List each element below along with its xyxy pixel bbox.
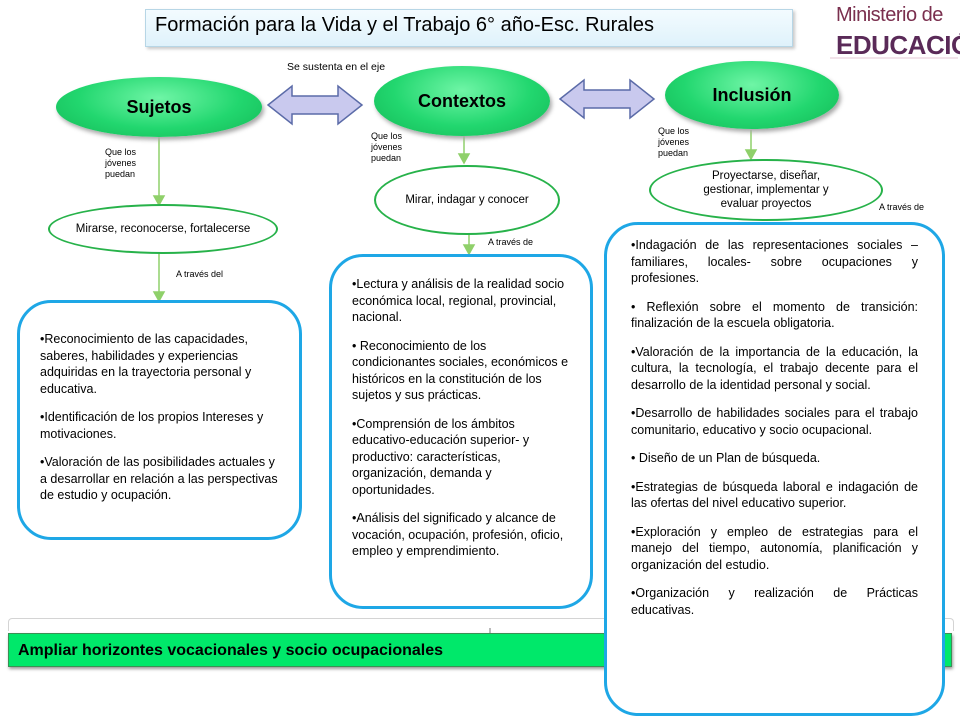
action-sujetos-text: Mirarse, reconocerse, fortalecerse: [75, 223, 251, 235]
inclusion-item: •Indagación de las representaciones soci…: [631, 238, 918, 285]
node-contextos: Contextos: [374, 66, 550, 136]
inclusion-item: •Organización y realización de Prácticas…: [631, 586, 918, 617]
logo-line1: Ministerio de: [836, 4, 943, 26]
action-contextos: Mirar, indagar y conocer: [374, 165, 560, 235]
action-inclusion-text: Proyectarse, diseñar, gestionar, impleme…: [703, 170, 829, 210]
contextos-item: • Reconocimiento de los condicionantes s…: [352, 338, 569, 403]
node-contextos-label: Contextos: [417, 90, 506, 111]
inclusion-item: •Exploración y empleo de estrategias par…: [631, 524, 918, 572]
inclusion-item: • Reflexión sobre el momento de transici…: [631, 299, 918, 331]
contextos-item: •Lectura y análisis de la realidad socio…: [352, 277, 565, 324]
label-que-los-3: Que los jóvenes puedan: [658, 126, 690, 158]
sujetos-item: •Reconocimiento de las capacidades, sabe…: [40, 332, 252, 396]
card-inclusion: •Indagación de las representaciones soci…: [604, 222, 945, 716]
inclusion-item: •Desarrollo de habilidades sociales para…: [631, 406, 918, 437]
label-que-los-1: Que los jóvenes puedan: [105, 147, 137, 179]
inclusion-item: •Estrategias de búsqueda laboral e indag…: [631, 479, 918, 511]
contextos-item: •Comprensión de los ámbitos educativo-ed…: [352, 416, 530, 497]
action-sujetos: Mirarse, reconocerse, fortalecerse: [48, 204, 278, 254]
node-sujetos: Sujetos: [56, 77, 262, 137]
contextos-item: •Análisis del significado y alcance de v…: [352, 511, 564, 558]
label-a-traves-del: A través del: [176, 269, 224, 279]
double-arrow-1: [266, 84, 364, 126]
node-inclusion-label: Inclusión: [712, 84, 792, 105]
label-que-los-2: Que los jóvenes puedan: [371, 131, 403, 163]
label-a-traves-de-1: A través de: [488, 237, 534, 247]
divider-line: [8, 618, 954, 631]
logo-graphic: [830, 2, 958, 66]
card-contextos: •Lectura y análisis de la realidad socio…: [329, 254, 593, 609]
action-inclusion: Proyectarse, diseñar, gestionar, impleme…: [649, 159, 883, 221]
double-arrow-2: [558, 78, 656, 120]
label-a-traves-de-2: A través de: [879, 202, 925, 212]
ministerio-logo: [830, 2, 958, 66]
page-title: Formación para la Vida y el Trabajo 6° a…: [155, 14, 654, 36]
connector-label: Se sustenta en el eje: [287, 61, 386, 73]
inclusion-item: • Diseño de un Plan de búsqueda.: [631, 451, 821, 465]
node-inclusion: Inclusión: [665, 61, 839, 129]
sujetos-item: •Identificación de los propios Intereses…: [40, 410, 264, 441]
logo-line2: EDUCACIÓN: [836, 30, 960, 60]
sujetos-item: •Valoración de las posibilidades actuale…: [40, 455, 278, 502]
node-sujetos-label: Sujetos: [126, 96, 192, 117]
title-box: [145, 9, 793, 47]
action-contextos-text: Mirar, indagar y conocer: [405, 194, 529, 206]
inclusion-item: •Valoración de la importancia de la educ…: [631, 344, 918, 392]
footer-text: Ampliar horizontes vocacionales y socio …: [18, 642, 444, 659]
card-sujetos: •Reconocimiento de las capacidades, sabe…: [17, 300, 302, 540]
